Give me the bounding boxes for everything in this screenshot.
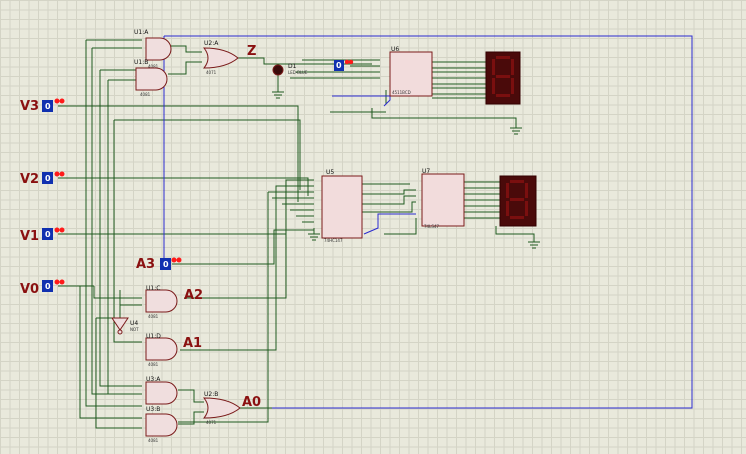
and-gate-u1c[interactable]: U1:C 4081 [145, 285, 178, 319]
terminal-value: 0 [45, 102, 51, 111]
gate-label: U3:B [146, 406, 160, 413]
chip-ref: U7 [422, 168, 430, 175]
led-part: LED-BLUE [288, 70, 308, 75]
gate-part: 4081 [148, 64, 159, 69]
input-label: V1 [20, 229, 39, 244]
gate-label: U1:A [134, 29, 149, 36]
and-gate-u1a[interactable]: U1:A 4081 [134, 29, 172, 69]
terminal-value: 0 [45, 282, 51, 291]
logic-state-terminal[interactable] [42, 100, 53, 112]
input-label: V3 [20, 99, 39, 114]
output-a0-label: A0 [242, 395, 261, 410]
gate-label: U1:C [146, 285, 160, 292]
seven-segment-display-1 [485, 51, 521, 105]
wires [58, 39, 535, 429]
gate-part: 4081 [148, 314, 159, 319]
led-ref: D1 [288, 63, 297, 70]
output-a1-label: A1 [183, 336, 202, 351]
gate-label: U3:A [146, 376, 161, 383]
chip-u7[interactable]: U7 74LS47 [421, 168, 465, 229]
input-v2[interactable]: V2 0 [20, 171, 65, 188]
led-d1[interactable]: D1 LED-BLUE [272, 63, 308, 76]
ground-symbols [272, 91, 540, 249]
terminal-value: 0 [336, 61, 342, 70]
chip-part: 74HC147 [324, 238, 343, 243]
gate-part: 4071 [206, 70, 217, 75]
logic-state-terminal[interactable] [42, 228, 53, 240]
and-gate-u3b[interactable]: U3:B 4081 [145, 406, 178, 443]
input-v0[interactable]: V0 0 [20, 279, 65, 298]
chip-u5[interactable]: U5 74HC147 [321, 169, 363, 243]
terminal-value: 0 [45, 230, 51, 239]
input-u6-terminal[interactable]: 0 [334, 59, 354, 71]
and-gate-u1b[interactable]: U1:B 4081 [134, 59, 168, 97]
gate-label: U2:A [204, 40, 219, 47]
input-v3[interactable]: V3 0 [20, 98, 65, 115]
chip-ref: U6 [391, 46, 399, 53]
seven-segment-display-2 [499, 175, 537, 227]
gate-part: 4081 [148, 438, 159, 443]
chip-u6[interactable]: U6 4511BCD [389, 46, 433, 97]
or-gate-u2b[interactable]: U2:B 4071 [202, 391, 241, 425]
input-label: V0 [20, 282, 39, 297]
input-label: A3 [136, 257, 155, 272]
terminal-value: 0 [163, 260, 169, 269]
gate-type: NOT [130, 327, 139, 332]
output-z-label: Z [247, 44, 256, 59]
logic-state-terminal[interactable] [42, 280, 53, 292]
and-gate-u1d[interactable]: U1:D 4081 [145, 333, 178, 367]
gate-part: 4071 [206, 420, 217, 425]
and-gate-u3a[interactable]: U3:A [145, 376, 178, 405]
input-label: V2 [20, 172, 39, 187]
gate-label: U4 [130, 320, 138, 327]
gate-label: U2:B [204, 391, 218, 398]
logic-state-terminal[interactable] [160, 258, 171, 270]
logic-state-terminal[interactable] [42, 172, 53, 184]
gate-part: 4081 [140, 92, 151, 97]
gate-label: U1:D [146, 333, 161, 340]
chip-part: 74LS47 [424, 224, 439, 229]
output-a2-label: A2 [184, 288, 203, 303]
or-gate-u2a[interactable]: U2:A 4071 [202, 40, 239, 75]
input-v1[interactable]: V1 0 [20, 227, 65, 245]
chip-ref: U5 [326, 169, 334, 176]
logic-state-terminal[interactable] [334, 60, 344, 71]
input-a3[interactable]: A3 0 [136, 257, 182, 272]
not-gate-u4[interactable]: U4 NOT [111, 317, 139, 335]
gate-part: 4081 [148, 362, 159, 367]
chip-part: 4511BCD [392, 90, 411, 95]
gate-label: U1:B [134, 59, 148, 66]
terminal-value: 0 [45, 174, 51, 183]
